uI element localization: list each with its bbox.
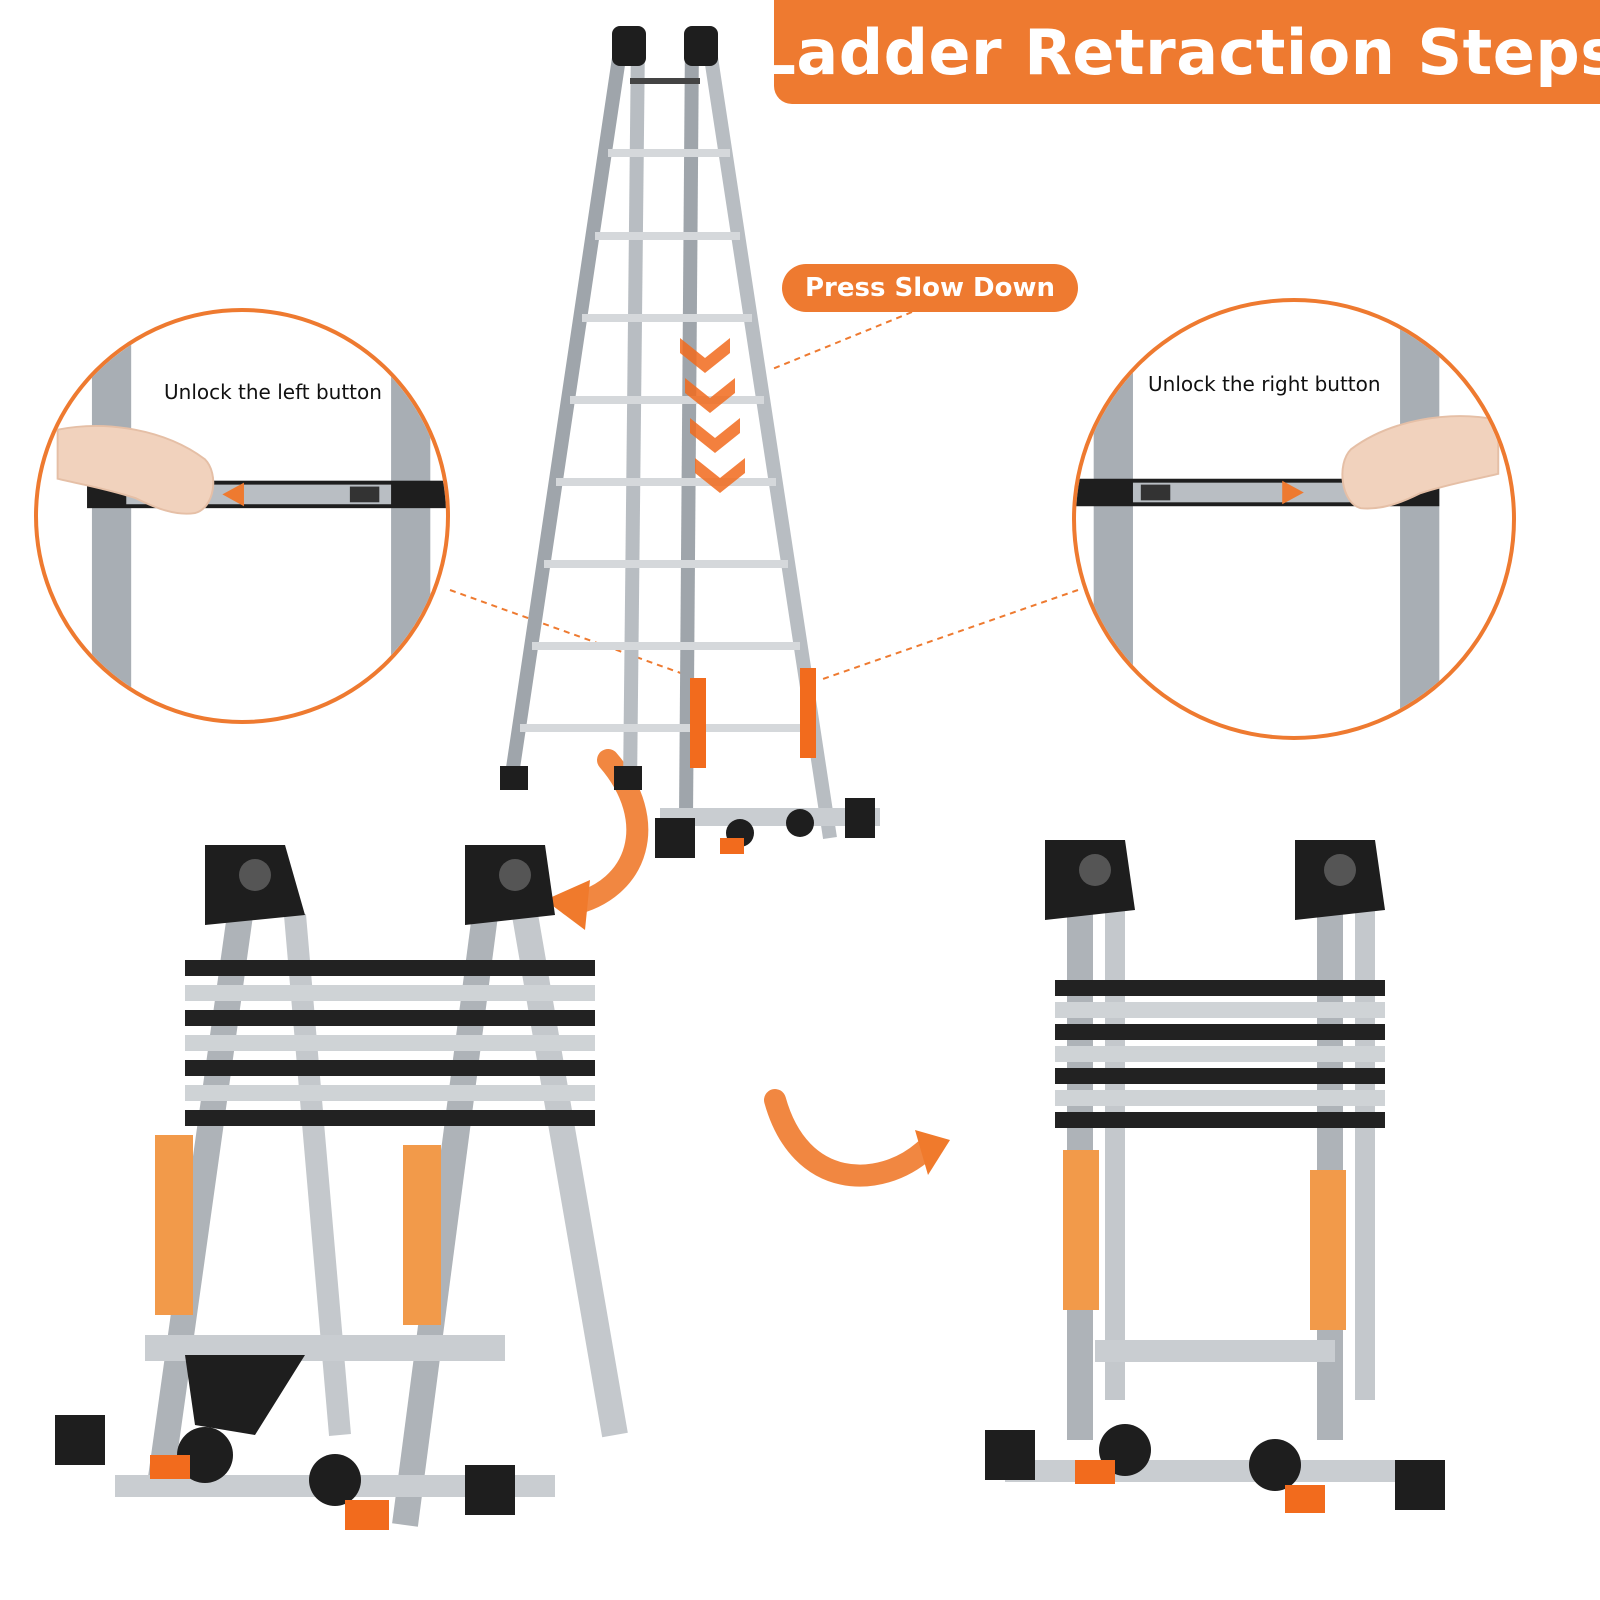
fully-retracted-ladder-drawing	[985, 840, 1445, 1513]
partially-retracted-ladder-drawing	[55, 845, 628, 1530]
fully-retracted-ladder	[985, 840, 1455, 1540]
chevron-down-icon	[680, 338, 745, 493]
left-step-caption: Unlock the left button	[164, 380, 382, 404]
press-slow-down-callout: Press Slow Down	[782, 264, 1078, 312]
title-banner: Ladder Retraction Steps	[756, 0, 1600, 104]
hand-icon	[56, 425, 215, 515]
left-button-illustration	[56, 312, 446, 720]
extended-ladder	[500, 18, 900, 878]
right-step-caption: Unlock the right button	[1148, 372, 1381, 396]
right-button-illustration	[1076, 302, 1500, 736]
partially-retracted-ladder	[55, 835, 645, 1575]
arrow-left-icon	[222, 482, 244, 507]
right-button-zoom	[1072, 298, 1516, 740]
left-button-zoom	[34, 308, 450, 724]
hand-icon	[1341, 415, 1500, 510]
extended-ladder-drawing	[500, 26, 880, 858]
page-title: Ladder Retraction Steps	[756, 15, 1600, 89]
curved-arrow-icon	[764, 1089, 950, 1187]
callout-label: Press Slow Down	[804, 273, 1056, 303]
arrow-right-icon	[1282, 480, 1304, 505]
